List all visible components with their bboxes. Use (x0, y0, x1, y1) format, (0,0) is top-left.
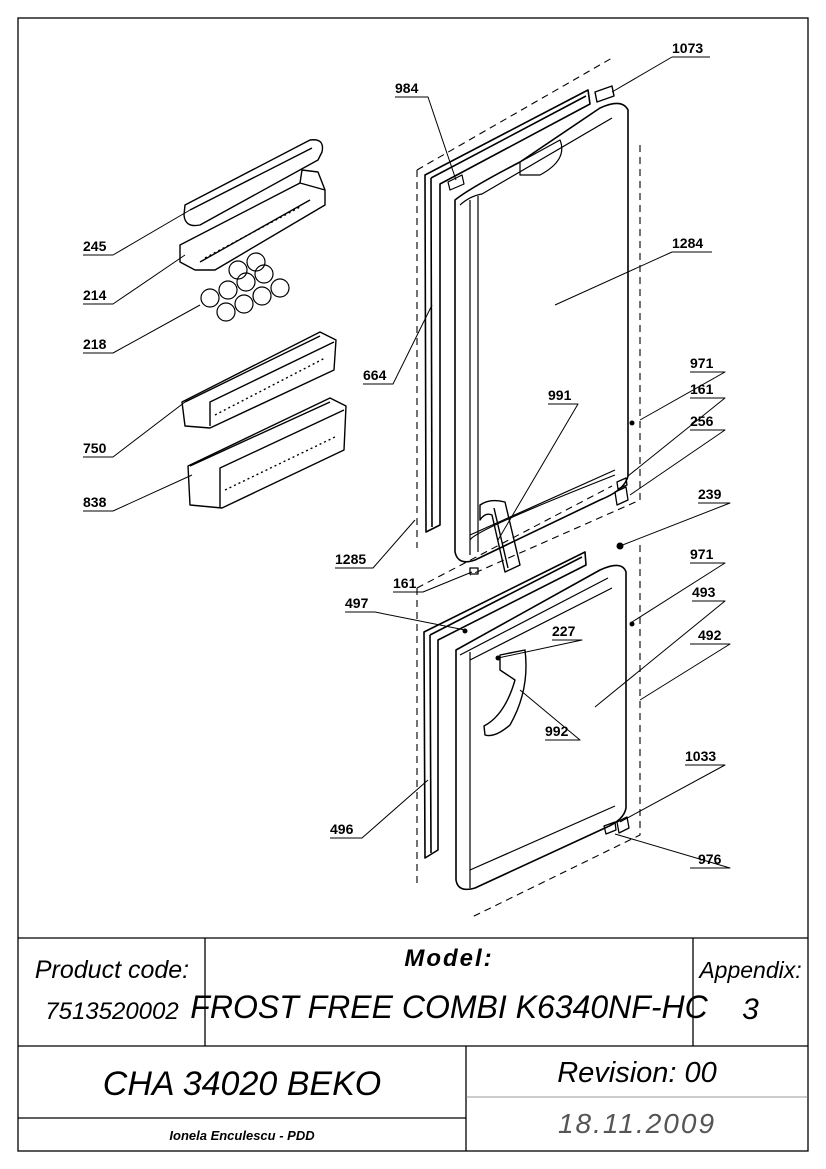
upper-handle (479, 499, 521, 573)
drawing-area (83, 56, 731, 919)
model-name: FROST FREE COMBI K6340NF-HC (190, 988, 708, 1025)
callout-labels: 1073 984 1284 245 214 218 664 971 161 99… (83, 40, 722, 869)
callout-497: 497 (345, 595, 369, 611)
callout-991: 991 (548, 387, 572, 403)
callout-1284: 1284 (672, 235, 703, 251)
door-shelf-838 (187, 397, 347, 509)
door-shelf-214 (179, 169, 326, 271)
callout-1033: 1033 (685, 748, 716, 764)
callout-1073: 1073 (672, 40, 703, 56)
lower-handle (483, 649, 527, 737)
callout-239: 239 (698, 486, 722, 502)
product-code-label: Product code: (34, 955, 190, 984)
appendix-number: 3 (742, 993, 759, 1026)
sheet-border (17, 17, 809, 1152)
callout-218: 218 (83, 336, 107, 352)
egg-tray-218 (200, 252, 290, 322)
revision-number: Revision: 00 (557, 1056, 717, 1089)
shelf-cover-245 (183, 139, 324, 227)
callout-984: 984 (395, 80, 419, 96)
callout-976: 976 (698, 851, 722, 867)
callout-838: 838 (83, 494, 107, 510)
appendix-label: Appendix: (699, 956, 802, 983)
dashed-assembly-lines (416, 57, 641, 919)
chassis-code: CHA 34020 BEKO (102, 1064, 382, 1103)
callout-971-lower: 971 (690, 546, 714, 562)
callout-750: 750 (83, 440, 107, 456)
door-shelf-750 (181, 331, 337, 429)
callout-493: 493 (692, 584, 716, 600)
callout-1285: 1285 (335, 551, 366, 567)
title-block-grid (18, 937, 808, 1151)
model-label: Model: (404, 945, 494, 972)
author-line: Ionela Enculescu - PDD (169, 1127, 315, 1143)
callout-992: 992 (545, 723, 569, 739)
callout-161-upper: 161 (690, 381, 714, 397)
revision-date: 18.11.2009 (557, 1108, 717, 1139)
callout-227: 227 (552, 623, 576, 639)
lower-door-panel (455, 564, 627, 891)
callout-492: 492 (698, 627, 722, 643)
upper-door-panel (454, 102, 629, 563)
callout-161-lower: 161 (393, 575, 417, 591)
callout-214: 214 (83, 287, 107, 303)
lower-door-gasket (423, 551, 587, 859)
callout-971-upper: 971 (690, 355, 714, 371)
hinge-hardware (469, 477, 630, 835)
clip-part (447, 174, 465, 191)
small-dots (462, 420, 635, 661)
product-code-value: 7513520002 (45, 998, 179, 1025)
callout-664: 664 (363, 367, 387, 383)
hinge-cover-top (594, 85, 615, 103)
callout-256: 256 (690, 413, 714, 429)
callout-245: 245 (83, 238, 107, 254)
upper-door-gasket (424, 89, 591, 533)
leader-lines (83, 56, 731, 869)
callout-496: 496 (330, 821, 354, 837)
